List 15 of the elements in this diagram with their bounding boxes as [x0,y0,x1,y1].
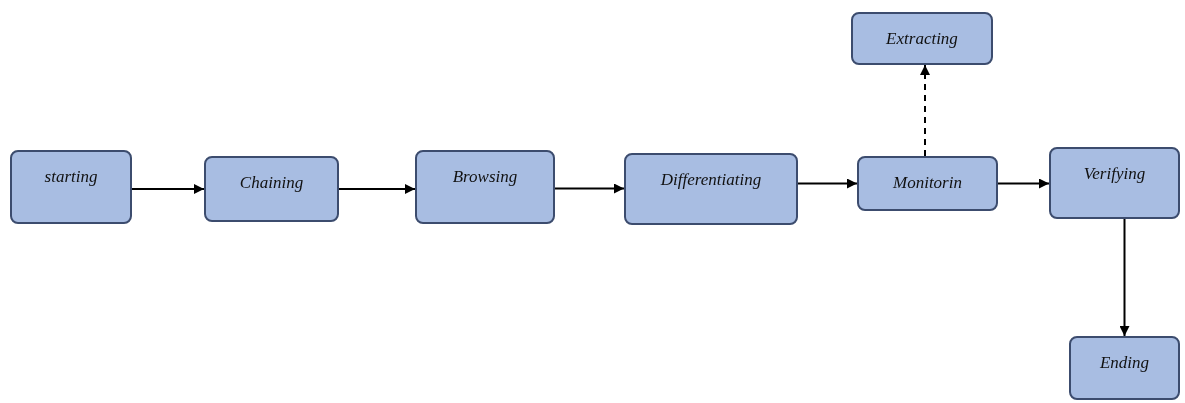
process-box: Extracting [851,12,993,65]
arrow [1119,218,1130,337]
process-box: Ending [1069,336,1180,400]
process-box: starting [10,150,132,224]
arrow [920,64,930,157]
arrow [997,178,1050,189]
arrow [554,183,625,194]
process-box: Chaining [204,156,339,222]
process-box: Verifying [1049,147,1180,219]
arrow [797,178,858,189]
process-box: Monitorin [857,156,998,211]
arrow [131,184,205,194]
process-box: Differentiating [624,153,798,225]
arrow [338,184,416,194]
process-box: Browsing [415,150,555,224]
